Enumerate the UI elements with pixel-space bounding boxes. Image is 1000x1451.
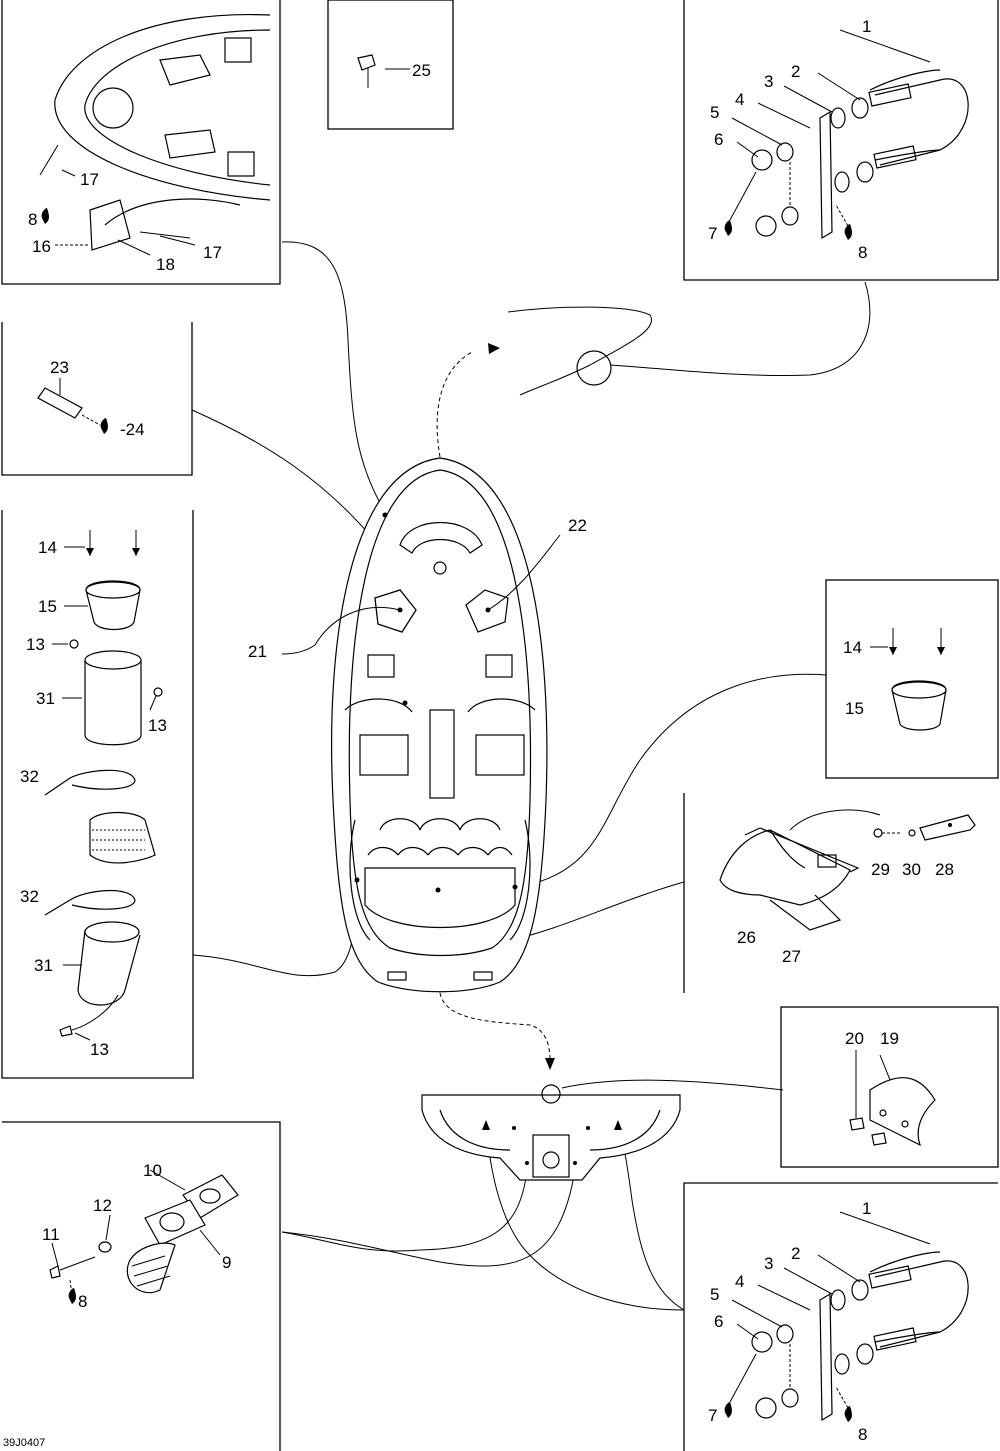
callout-lc-5: 32: [20, 767, 39, 786]
callout-bl-2: 11: [42, 1225, 60, 1244]
callout-tr-1: 2: [791, 62, 800, 81]
callout-tr-3: 4: [735, 90, 744, 109]
callout-tr-5: 6: [714, 130, 723, 149]
callout-ml-0: 23: [50, 358, 69, 377]
callout-rs-1: 15: [845, 699, 864, 718]
callout-br-4: 5: [710, 1285, 719, 1304]
callout-lc-6: 32: [20, 887, 39, 906]
detail-drain-plug: [49, 1169, 239, 1304]
callout-tr-7: 8: [858, 243, 867, 262]
callout-bl-1: 12: [93, 1196, 112, 1215]
detail-deflector: [719, 809, 976, 931]
callout-lc-3: 31: [36, 689, 55, 708]
callout-tr-2: 3: [764, 72, 773, 91]
callout-bl-4: 8: [78, 1292, 87, 1311]
detail-ring-fitting: [870, 628, 947, 731]
detail-bracket: [849, 1050, 936, 1147]
callout-bl-3: 9: [222, 1253, 231, 1272]
callout-br-3: 4: [735, 1272, 744, 1291]
detail-screw: [357, 54, 410, 88]
callout-rm-0: 29: [871, 860, 890, 879]
callout-hull-0: 21: [248, 642, 267, 661]
callout-br-0: 1: [862, 1199, 871, 1218]
callout-br-2: 3: [764, 1254, 773, 1273]
callout-rm-2: 28: [935, 860, 954, 879]
callout-rl-1: 19: [880, 1029, 899, 1048]
detail-filter-assembly: [44, 530, 163, 1041]
callout-tl-1: 8: [28, 210, 37, 229]
callout-tl-0: 17: [80, 170, 99, 189]
callout-br-6: 7: [708, 1406, 717, 1425]
callout-bl-0: 10: [143, 1161, 162, 1180]
detail-u-bolt-top: [724, 29, 969, 240]
callout-rl-0: 20: [845, 1029, 864, 1048]
callout-lc-1: 15: [38, 597, 57, 616]
callout-lc-0: 14: [38, 538, 57, 557]
figure-code: 39J0407: [3, 1437, 45, 1449]
callout-tl-3: 17: [203, 243, 222, 262]
callout-tm-0: 25: [412, 61, 431, 80]
callout-br-1: 2: [791, 1244, 800, 1263]
callout-rm-4: 27: [782, 947, 801, 966]
drop-icon-8a: [41, 208, 49, 224]
hull-top-view: [331, 457, 548, 993]
callout-hull-1: 22: [568, 516, 587, 535]
detail-rod: [37, 378, 108, 434]
callout-br-5: 6: [714, 1312, 723, 1331]
callout-tr-6: 7: [708, 224, 717, 243]
detail-bow-front: [39, 13, 271, 256]
detail-u-bolt-bottom: [724, 1211, 969, 1422]
callout-tr-4: 5: [710, 103, 719, 122]
stern-rear-view: [421, 1084, 681, 1181]
callout-rm-1: 30: [902, 860, 921, 879]
callout-lc-8: 13: [90, 1040, 109, 1059]
callout-tl-4: 18: [156, 255, 175, 274]
callout-lc-4: 13: [148, 716, 167, 735]
callout-tl-2: 16: [32, 237, 51, 256]
callout-ml-1: -24: [120, 420, 145, 439]
callout-lc-7: 31: [34, 956, 53, 975]
callout-labels: 17 8 16 17 18 25 1 2 3 4 5 6 7 8 23 -24 …: [3, 17, 954, 1449]
callout-rm-3: 26: [737, 928, 756, 947]
callout-rs-0: 14: [843, 638, 862, 657]
callout-lc-2: 13: [26, 635, 45, 654]
callout-br-7: 8: [858, 1425, 867, 1444]
callout-tr-0: 1: [862, 17, 871, 36]
